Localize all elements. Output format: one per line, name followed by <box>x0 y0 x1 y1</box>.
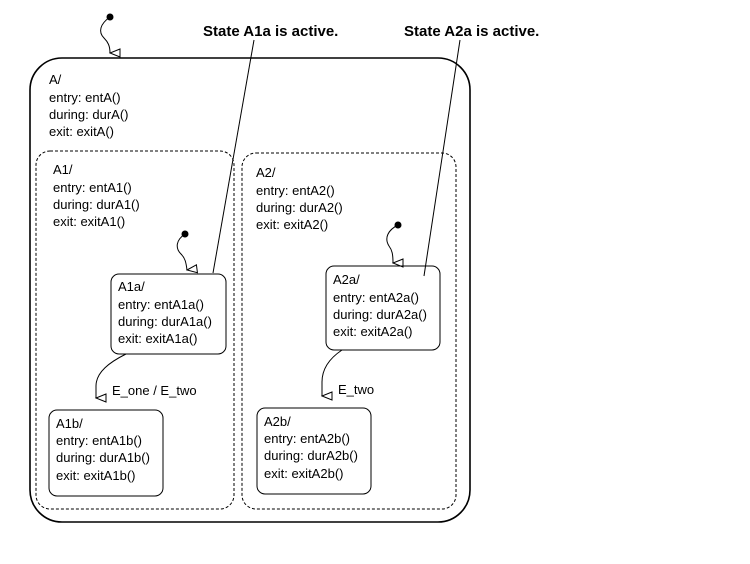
annotation-a1a-active: State A1a is active. <box>203 23 338 40</box>
state-a2b-entry: entry: entA2b() <box>264 431 350 446</box>
state-a1a-name: A1a/ <box>118 279 145 294</box>
state-a-entry: entry: entA() <box>49 90 121 105</box>
state-a2b-exit: exit: exitA2b() <box>264 466 343 481</box>
state-a-during: during: durA() <box>49 107 128 122</box>
state-a1b <box>48 409 164 497</box>
state-a1a-entry: entry: entA1a() <box>118 297 204 312</box>
annotation-pointer-a2a <box>423 39 461 277</box>
annotation-pointer-a1a <box>212 39 255 274</box>
state-a1b-name: A1b/ <box>56 416 83 431</box>
annotation-a2a-active: State A2a is active. <box>404 23 539 40</box>
state-a1-during: during: durA1() <box>53 197 140 212</box>
default-transition-a2a <box>386 224 398 263</box>
state-a-name: A/ <box>49 72 62 87</box>
state-a2-during: during: durA2() <box>256 200 343 215</box>
transition-a1a-to-a1b <box>96 353 127 398</box>
default-transition-a <box>100 16 110 53</box>
state-a2b <box>256 407 372 495</box>
state-a1-entry: entry: entA1() <box>53 180 132 195</box>
state-a2-entry: entry: entA2() <box>256 183 335 198</box>
state-a2b-name: A2b/ <box>264 414 291 429</box>
state-a1a-during: during: durA1a() <box>118 314 212 329</box>
state-a2-name: A2/ <box>256 165 276 180</box>
state-a <box>29 57 471 523</box>
state-a2-exit: exit: exitA2() <box>256 217 328 232</box>
state-a1b-entry: entry: entA1b() <box>56 433 142 448</box>
state-a2a <box>325 265 441 351</box>
state-a1-exit: exit: exitA1() <box>53 214 125 229</box>
state-a2a-exit: exit: exitA2a() <box>333 324 412 339</box>
state-a1a-exit: exit: exitA1a() <box>118 331 197 346</box>
state-a1 <box>35 150 235 510</box>
state-a-exit: exit: exitA() <box>49 124 114 139</box>
state-a2a-entry: entry: entA2a() <box>333 290 419 305</box>
state-a2b-during: during: durA2b() <box>264 448 358 463</box>
state-a1b-exit: exit: exitA1b() <box>56 468 135 483</box>
transition-a2a-to-a2b <box>322 349 343 396</box>
transition-label-a2a-to-a2b: E_two <box>338 382 374 397</box>
state-a2a-during: during: durA2a() <box>333 307 427 322</box>
state-a1-name: A1/ <box>53 162 73 177</box>
transition-label-a1a-to-a1b: E_one / E_two <box>112 383 197 398</box>
state-a2a-name: A2a/ <box>333 272 360 287</box>
state-a2 <box>241 152 457 510</box>
state-a1a <box>110 273 227 355</box>
state-a1b-during: during: durA1b() <box>56 450 150 465</box>
default-transition-a1a <box>176 233 187 270</box>
